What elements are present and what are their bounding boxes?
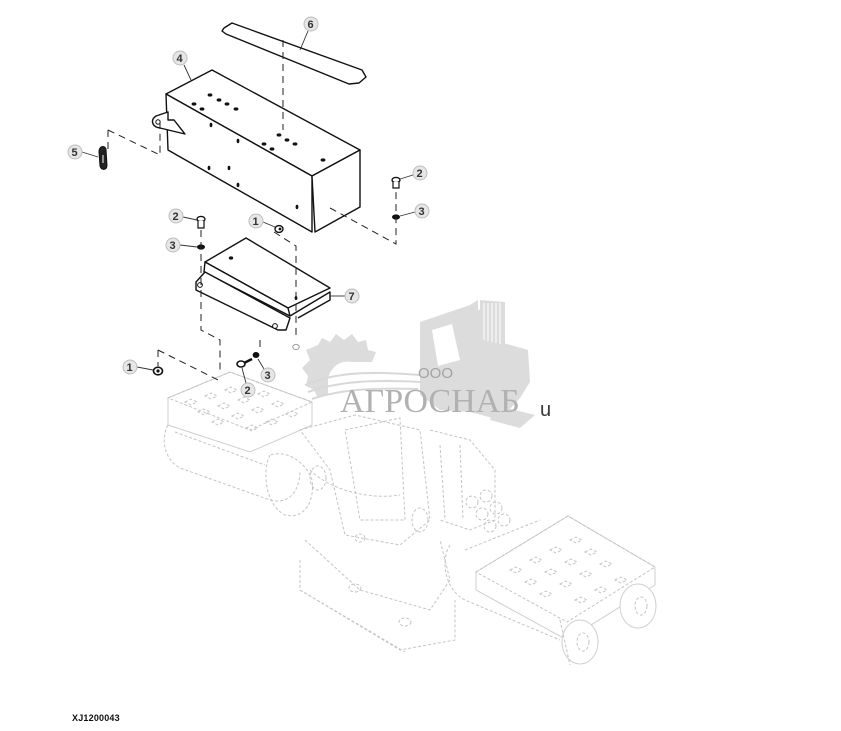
svg-text:4: 4 [177, 53, 184, 65]
callout-4: 4 [172, 50, 188, 66]
fastener-bolt-2-lower [236, 357, 253, 368]
watermark-logo: ООО АГРОСНАБ u [302, 300, 551, 428]
figure-id-label: XJ1200043 [72, 713, 120, 723]
svg-text:2: 2 [173, 211, 179, 223]
callout-3-right: 3 [414, 203, 430, 219]
harvester-icon [420, 300, 535, 428]
fastener-nut-1-upper [274, 224, 284, 234]
callout-2-lower: 2 [240, 382, 256, 398]
callout-6: 6 [303, 16, 319, 32]
svg-text:5: 5 [72, 147, 78, 159]
fastener-washer-under-bracket [292, 343, 300, 351]
callout-1-upper: 1 [248, 213, 264, 229]
fastener-nut-1-lower [152, 366, 164, 376]
gear-icon [302, 334, 376, 398]
fastener-washer-3-lower [252, 352, 260, 358]
svg-text:3: 3 [419, 206, 425, 218]
callout-3-left: 3 [165, 237, 181, 253]
fastener-bolt-2-left [196, 215, 206, 229]
part-4-box-housing [151, 69, 361, 233]
callout-2-right: 2 [412, 165, 428, 181]
svg-text:1: 1 [253, 216, 259, 228]
callout-2-left: 2 [168, 208, 184, 224]
watermark-prefix: ООО [418, 365, 453, 382]
watermark-suffix: u [540, 399, 551, 421]
svg-text:2: 2 [245, 385, 251, 397]
callout-1-lower: 1 [122, 359, 138, 375]
svg-text:3: 3 [265, 370, 271, 382]
part-7-bracket [195, 237, 331, 331]
svg-text:1: 1 [127, 362, 133, 374]
callout-leaders [81, 30, 416, 384]
callout-7: 7 [344, 288, 360, 304]
callout-3-lower: 3 [260, 367, 276, 383]
background-axle-assembly [163, 371, 657, 666]
callout-5: 5 [67, 144, 83, 160]
assembly-lines [107, 40, 397, 381]
part-5-plug [98, 146, 108, 170]
part-6-cover-plate [221, 22, 367, 85]
svg-text:7: 7 [349, 291, 355, 303]
svg-text:3: 3 [170, 240, 176, 252]
svg-text:6: 6 [308, 19, 314, 31]
svg-text:2: 2 [417, 168, 423, 180]
fastener-bolt-2-right [391, 176, 401, 189]
watermark-name: АГРОСНАБ [340, 383, 520, 420]
